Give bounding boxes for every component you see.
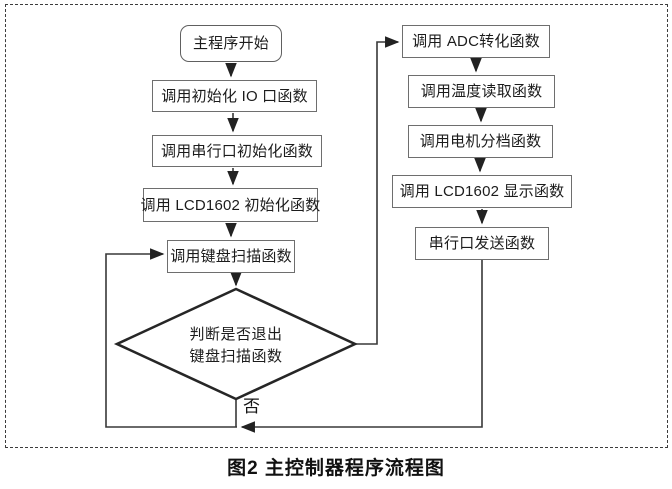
node-start: 主程序开始 bbox=[180, 25, 282, 62]
node-motor-gear: 调用电机分档函数 bbox=[408, 125, 553, 158]
connector-serial-send-return bbox=[240, 260, 483, 433]
node-lcd-init: 调用 LCD1602 初始化函数 bbox=[141, 188, 320, 222]
node-adc-convert: 调用 ADC转化函数 bbox=[402, 25, 550, 58]
node-key-scan: 调用键盘扫描函数 bbox=[167, 240, 295, 273]
decision-no-branch-label: 否 bbox=[243, 397, 260, 416]
connector-decision-to-adc bbox=[355, 36, 400, 345]
figure-caption: 图2 主控制器程序流程图 bbox=[227, 458, 445, 479]
node-serial-send: 串行口发送函数 bbox=[415, 227, 549, 260]
node-serial-init: 调用串行口初始化函数 bbox=[152, 135, 322, 167]
node-temp-read: 调用温度读取函数 bbox=[408, 75, 555, 108]
node-init-io: 调用初始化 IO 口函数 bbox=[152, 80, 317, 112]
decision-node-label: 判断是否退出 键盘扫描函数 bbox=[136, 316, 336, 374]
decision-line-2: 键盘扫描函数 bbox=[189, 347, 283, 365]
decision-diamond-shape bbox=[113, 287, 359, 401]
dashed-border-frame bbox=[5, 4, 668, 448]
decision-line-1: 判断是否退出 bbox=[189, 325, 283, 343]
connector-loop-back-to-key-scan bbox=[105, 248, 237, 428]
node-lcd-display: 调用 LCD1602 显示函数 bbox=[392, 175, 572, 208]
